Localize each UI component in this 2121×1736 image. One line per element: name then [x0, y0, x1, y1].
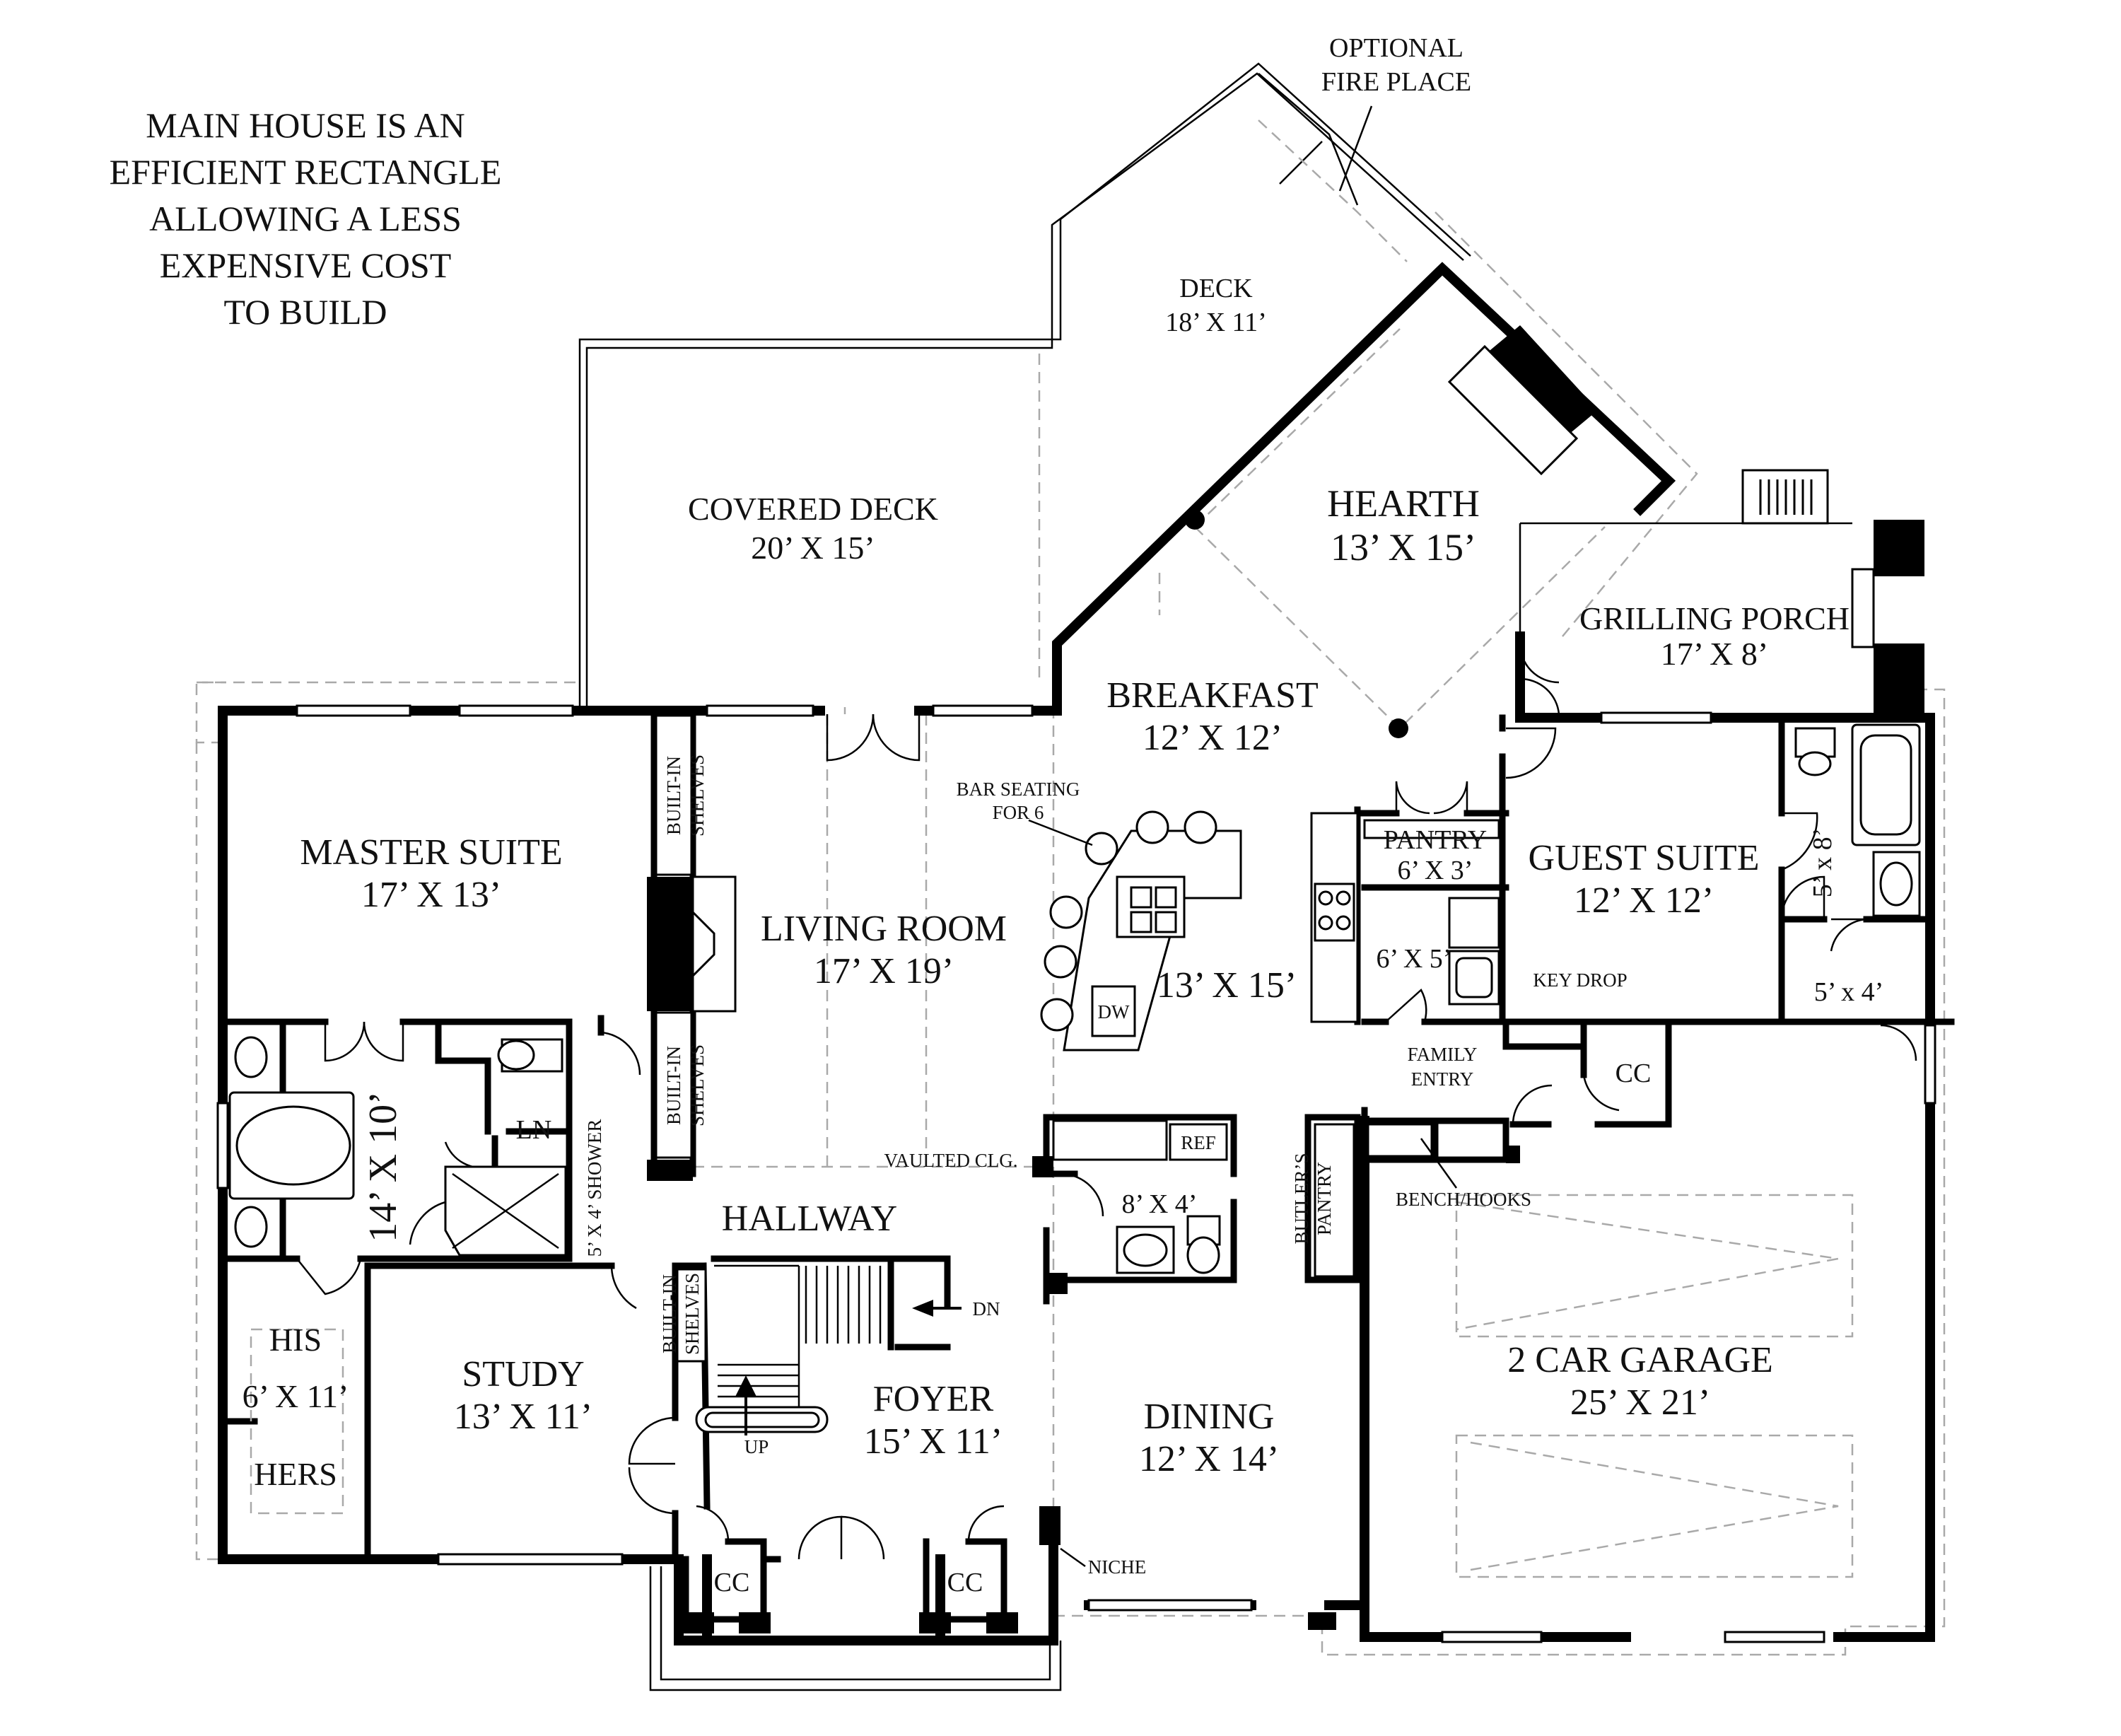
- dining-name: DINING: [1144, 1397, 1275, 1437]
- covered-deck-size: 20’ X 15’: [751, 530, 875, 566]
- windows: [216, 704, 1936, 1643]
- master-bath-size: 14’ X 10’: [361, 1091, 405, 1242]
- study-size: 13’ X 11’: [454, 1397, 592, 1437]
- shower-label: 5’ X 4’ SHOWER: [584, 1119, 605, 1257]
- closet-cc-entry: CC: [1615, 1059, 1652, 1088]
- key-drop-label: KEY DROP: [1533, 969, 1627, 991]
- bar-seating-label-2: FOR 6: [993, 802, 1044, 823]
- fireplace-leader: [1338, 105, 1373, 192]
- closet-size: 6’ X 11’: [243, 1378, 349, 1414]
- fixtures: [228, 707, 1921, 1578]
- stair-up-label: UP: [744, 1436, 769, 1457]
- roof-outline: [195, 211, 1946, 1656]
- room-labels: OPTIONAL FIRE PLACE DECK 18’ X 11’ COVER…: [243, 33, 1884, 1492]
- grilling-porch-name: GRILLING PORCH: [1579, 600, 1850, 636]
- foyer-name: FOYER: [873, 1379, 994, 1419]
- linen-label: LN: [516, 1115, 552, 1145]
- built-in-label-1: BUILT-IN: [663, 756, 684, 835]
- covered-deck-name: COVERED DECK: [688, 491, 938, 527]
- deck-name: DECK: [1179, 274, 1253, 303]
- design-note: MAIN HOUSE IS AN EFFICIENT RECTANGLE ALL…: [110, 105, 502, 332]
- doors: [296, 643, 1917, 1560]
- breakfast-name: BREAKFAST: [1106, 675, 1319, 716]
- family-entry-label-1: FAMILY: [1408, 1044, 1478, 1065]
- shelves-label-3: SHELVES: [682, 1273, 703, 1355]
- bar-seating-label-1: BAR SEATING: [957, 779, 1080, 800]
- note-line-4: EXPENSIVE COST: [160, 245, 452, 285]
- dishwasher-label: DW: [1098, 1001, 1130, 1023]
- study-name: STUDY: [462, 1354, 584, 1394]
- garage-size: 25’ X 21’: [1570, 1382, 1710, 1423]
- optional-fireplace-label-2: FIRE PLACE: [1321, 67, 1471, 97]
- hallway-name: HALLWAY: [722, 1199, 897, 1239]
- optional-fireplace-label-1: OPTIONAL: [1329, 33, 1463, 63]
- kitchen-size: 13’ X 15’: [1157, 965, 1297, 1006]
- butlers-pantry-label-1: BUTLER’S: [1291, 1153, 1312, 1244]
- stair-down-label: DN: [973, 1298, 1000, 1320]
- living-room-name: LIVING ROOM: [761, 909, 1007, 949]
- closet-cc-right: CC: [947, 1568, 983, 1597]
- living-room-size: 17’ X 19’: [814, 951, 954, 991]
- foyer-size: 15’ X 11’: [864, 1421, 1003, 1462]
- guest-suite-name: GUEST SUITE: [1529, 838, 1760, 878]
- bench-leader: [1420, 1138, 1458, 1189]
- garage-name: 2 CAR GARAGE: [1507, 1340, 1773, 1380]
- niche-label: NICHE: [1088, 1556, 1147, 1578]
- niche-leader: [1060, 1547, 1086, 1568]
- family-entry-label-2: ENTRY: [1411, 1068, 1474, 1090]
- masonry: [647, 325, 1924, 1633]
- laundry-size: 6’ X 5’: [1377, 944, 1452, 974]
- closet-cc-left: CC: [714, 1568, 750, 1597]
- note-line-2: EFFICIENT RECTANGLE: [110, 152, 502, 192]
- hearth-name: HEARTH: [1327, 482, 1480, 525]
- shelves-label-1: SHELVES: [686, 755, 708, 837]
- fireplace-icon: [691, 344, 1875, 1013]
- pantry-name: PANTRY: [1384, 825, 1487, 855]
- breakfast-size: 12’ X 12’: [1143, 718, 1282, 758]
- guest-suite-size: 12’ X 12’: [1574, 880, 1714, 921]
- his-closet-label: HIS: [269, 1322, 322, 1358]
- guest-wc-size: 5’ x 4’: [1814, 977, 1884, 1007]
- grilling-porch-size: 17’ X 8’: [1661, 636, 1768, 672]
- deck-outlines: [578, 62, 1471, 707]
- note-line-1: MAIN HOUSE IS AN: [146, 105, 464, 145]
- note-line-5: TO BUILD: [223, 292, 387, 332]
- note-line-3: ALLOWING A LESS: [149, 199, 462, 238]
- vaulted-ceiling-label: VAULTED CLG.: [884, 1150, 1017, 1171]
- built-in-label-2: BUILT-IN: [663, 1046, 684, 1125]
- built-in-label-3: BUILT-IN: [659, 1274, 680, 1353]
- hearth-size: 13’ X 15’: [1331, 526, 1476, 569]
- dining-size: 12’ X 14’: [1139, 1439, 1279, 1479]
- annotations: BAR SEATING FOR 6 BUILT-IN SHELVES BUILT…: [516, 755, 1652, 1597]
- hers-closet-label: HERS: [254, 1456, 337, 1492]
- guest-bath-size: 5’ x 8’: [1808, 828, 1837, 898]
- ref-label: REF: [1181, 1132, 1216, 1153]
- shelves-label-2: SHELVES: [686, 1044, 708, 1126]
- bench-hooks-label: BENCH/HOOKS: [1396, 1189, 1531, 1210]
- master-suite-size: 17’ X 13’: [361, 875, 501, 915]
- powder-size: 8’ X 4’: [1122, 1189, 1198, 1219]
- deck-size: 18’ X 11’: [1165, 308, 1267, 337]
- butlers-pantry-label-2: PANTRY: [1314, 1162, 1335, 1235]
- pantry-size: 6’ X 3’: [1398, 856, 1473, 885]
- master-suite-name: MASTER SUITE: [300, 832, 562, 873]
